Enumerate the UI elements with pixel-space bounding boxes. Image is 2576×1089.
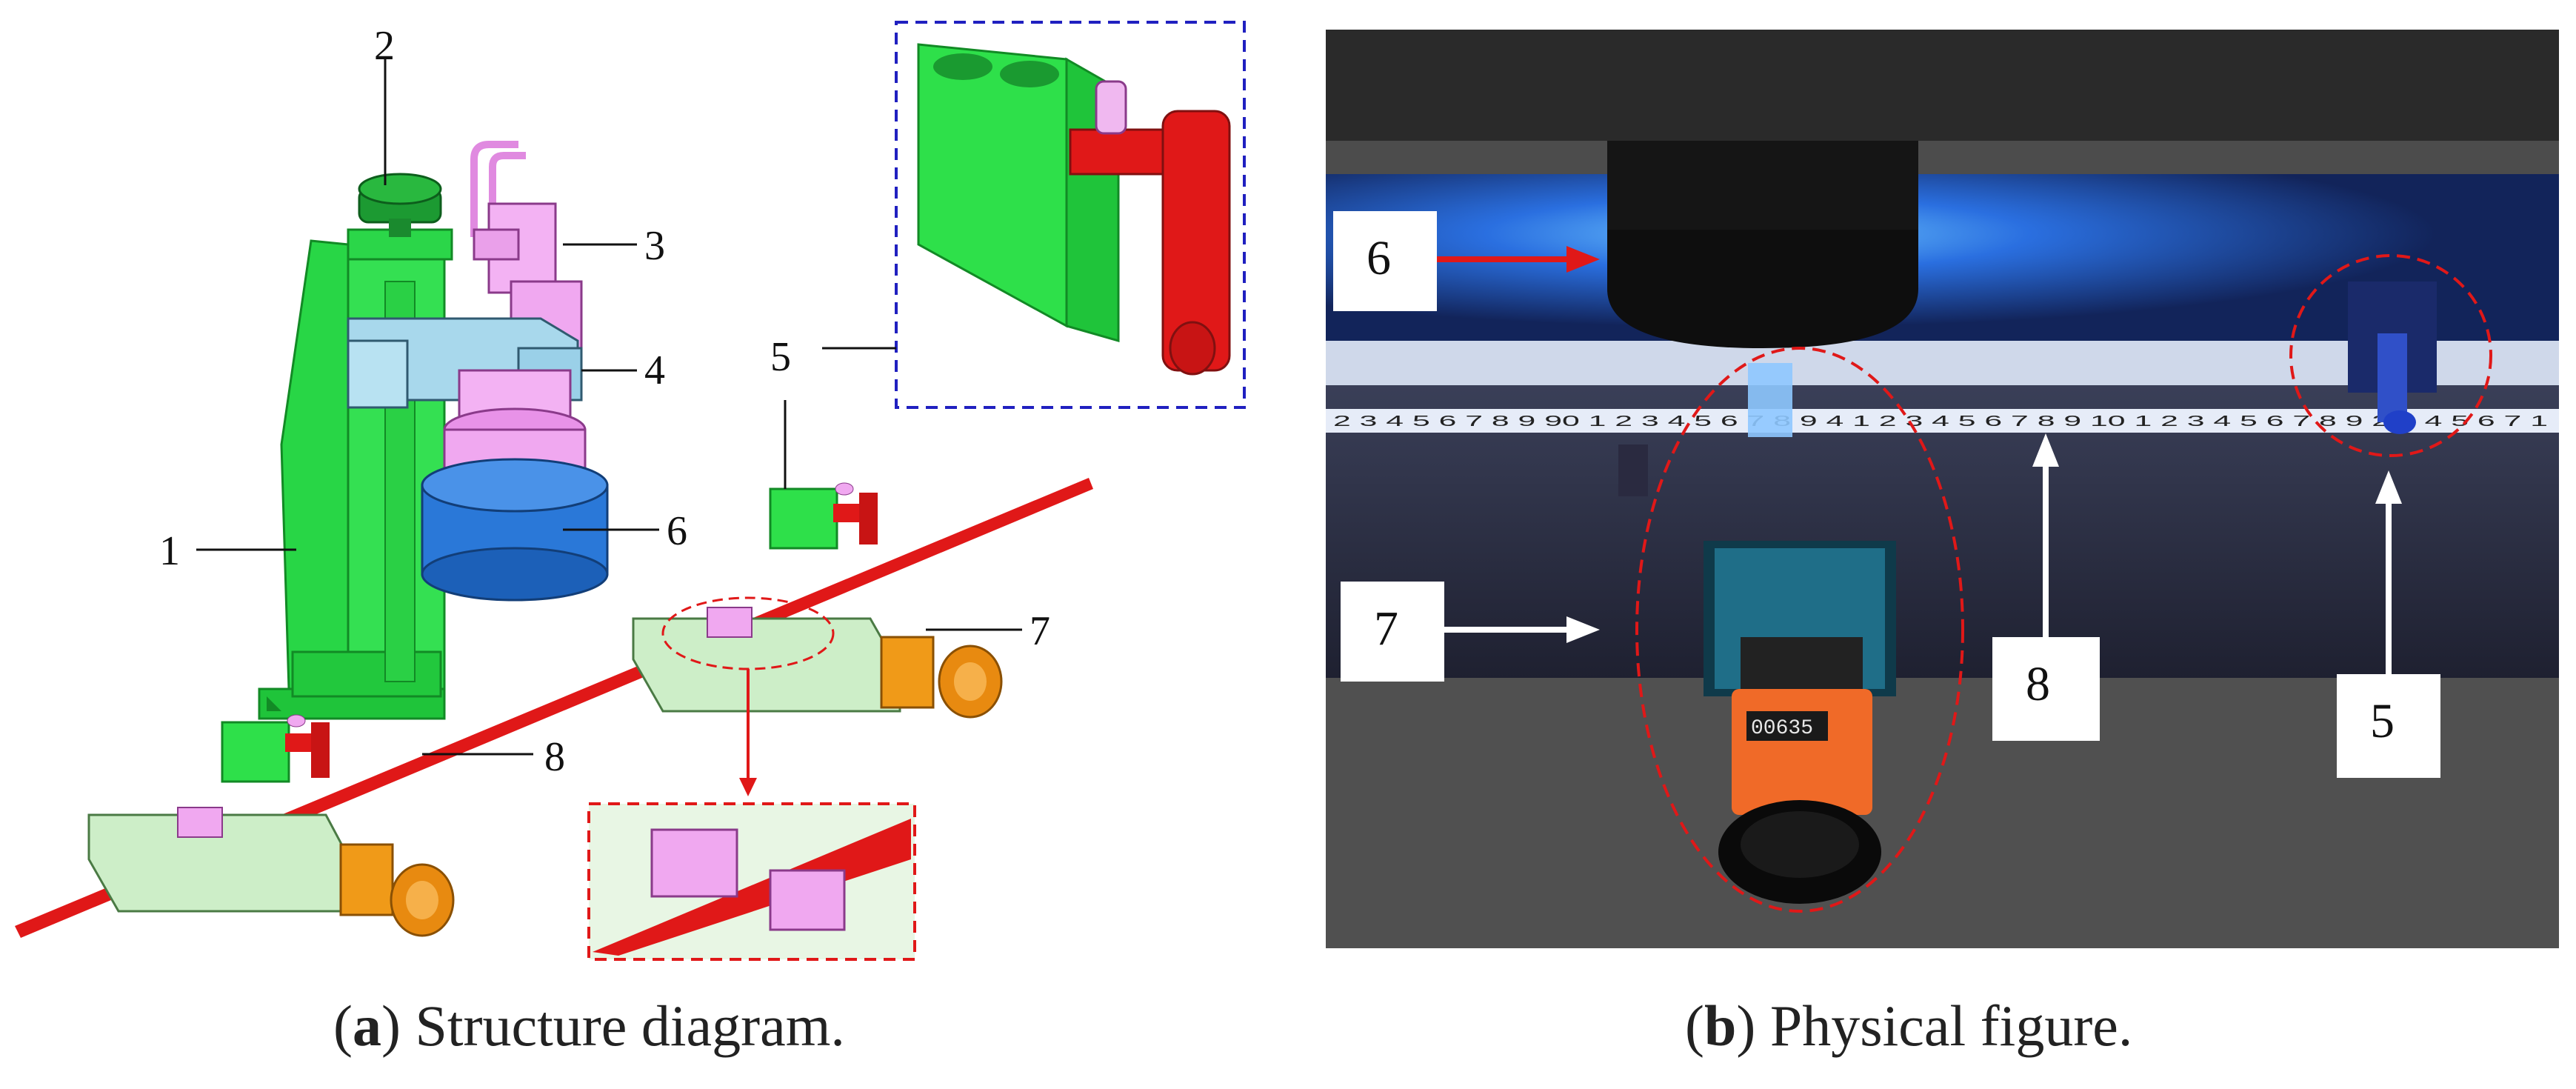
structure-diagram-drawing: 2 3 4 1 6 5 7 8 [15, 21, 1246, 961]
caption-physical-figure: (b) Physical figure. [1685, 993, 2133, 1058]
label-box-6: 6 [1333, 211, 1437, 311]
structure-diagram: 2 3 4 1 6 5 7 8 [0, 0, 1304, 978]
label-5: 5 [770, 334, 791, 380]
physical-photo: 2 3 4 5 6 7 8 9 90 1 2 3 4 5 6 7 8 9 4 1… [1326, 30, 2559, 948]
ruler-ticks: 2 3 4 5 6 7 8 9 90 1 2 3 4 5 6 7 8 9 4 1… [1333, 413, 2548, 430]
caption-a-text: Structure diagram. [400, 993, 845, 1058]
label-3: 3 [644, 223, 665, 269]
label-2: 2 [374, 23, 395, 69]
label-box-5: 5 [2337, 674, 2440, 778]
ruler [1326, 409, 2559, 433]
caption-b-letter: b [1704, 993, 1737, 1058]
zoom-inset-clamp [895, 21, 1246, 409]
zoom-inset-stage [587, 802, 916, 961]
label-6: 6 [667, 508, 687, 554]
label-1: 1 [159, 528, 180, 574]
label-4: 4 [644, 347, 665, 393]
label-7: 7 [1030, 608, 1050, 654]
caption-b-text: Physical figure. [1755, 993, 2133, 1058]
translation-stage-upper [632, 607, 1003, 719]
leader-lines [196, 59, 1022, 756]
caption-structure-diagram: (a) Structure diagram. [333, 993, 845, 1058]
physical-photo-drawing: 2 3 4 5 6 7 8 9 90 1 2 3 4 5 6 7 8 9 4 1… [1326, 30, 2559, 948]
micrometer-readout: 00635 [1751, 717, 1813, 740]
svg-text:8: 8 [2026, 657, 2050, 711]
label-8: 8 [544, 734, 565, 780]
zoom-arrow-head [739, 778, 757, 796]
label-box-8: 8 [1992, 637, 2100, 741]
clamp-in-photo [2348, 282, 2437, 434]
arrow-head-5 [2375, 470, 2402, 504]
green-frame [258, 228, 453, 720]
highlight-stage [1635, 347, 1964, 913]
arrow-head-8 [2032, 433, 2059, 467]
stage-with-micrometer: 00635 [1704, 541, 1896, 904]
camera-lens [421, 369, 609, 602]
clamp-small-lower [221, 714, 330, 783]
translation-stage-lower [87, 807, 455, 937]
knob-icon [358, 173, 442, 237]
svg-text:5: 5 [2370, 694, 2395, 748]
arrow-head-6 [1566, 246, 1600, 273]
highlight-clamp [2289, 254, 2492, 457]
arrow-head-7 [1566, 616, 1600, 643]
svg-text:6: 6 [1367, 231, 1391, 285]
lens-housing [1607, 141, 1918, 348]
caption-a-letter: a [352, 993, 381, 1058]
clamp-small-upper [769, 482, 878, 550]
label-box-7: 7 [1341, 582, 1444, 682]
svg-text:7: 7 [1374, 602, 1398, 656]
